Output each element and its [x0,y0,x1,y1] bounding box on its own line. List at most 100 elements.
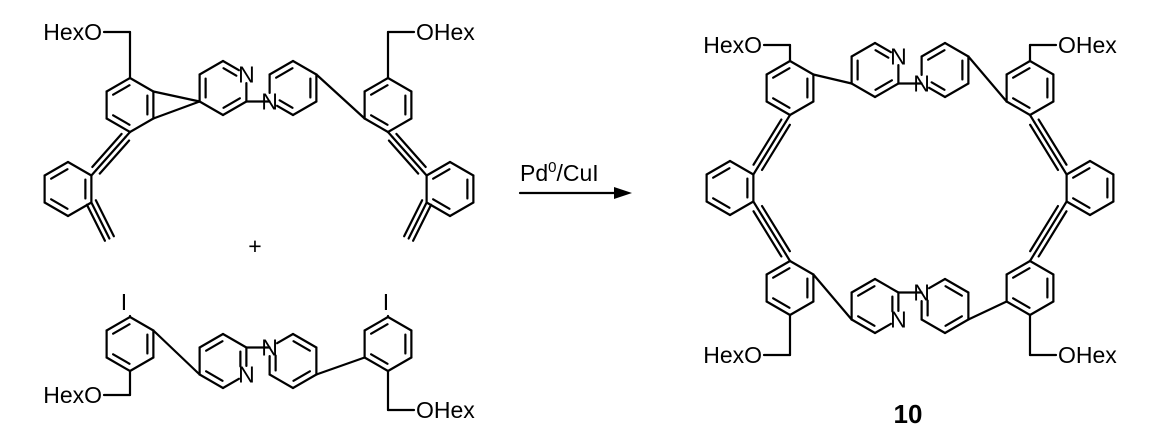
triple-bond [387,139,420,175]
triple-bond [94,136,127,172]
p-mphen-r-ring-bond [1088,159,1115,176]
hexo-label: HexO [703,342,762,368]
r2-pyr-l-ring-bond [221,377,241,390]
p-pyr-tr-ring-double-bond [930,81,946,91]
r2-pyr-r-ring-bond [275,332,295,345]
bond [1028,252,1036,263]
triple-bond [756,207,787,255]
p-aryl-tr-ring-bond [1005,59,1032,76]
triple-bond [411,203,433,242]
p-pyr-br-ring-bond [943,318,970,335]
biaryl-bond [967,55,1008,103]
triple-bond [1037,210,1068,258]
p-pyr-tr-ring-bond [920,41,947,58]
hexo-label: HexO [43,19,102,45]
p-aryl-br-ring-double-bond [1012,267,1031,279]
nitrogen-label: N [890,44,907,70]
triple-bond [403,199,424,238]
p-aryl-bl-ring-bond [765,259,792,276]
r1-eph-l-ring-double-bond [50,168,69,180]
r1-aryl-l-ring-bond [128,117,155,134]
nitrogen-label: N [238,62,255,88]
biaryl-bond [315,356,366,376]
r2-aryl-r-ring-double-bond [370,323,389,335]
p-aryl-tl-ring-bond [788,59,815,76]
p-pyr-tl-ring-double-bond [874,49,890,59]
p-pyr-br-ring-double-bond [944,285,963,297]
r1-eph-r-ring-bond [425,201,452,218]
reaction-arrow [518,187,632,199]
r1-eph-l-ring-double-bond [50,198,69,210]
r1-eph-r-ring-bond [448,201,475,218]
bond [1061,200,1068,210]
r2-aryl-r-ring-bond [363,356,390,373]
bond [386,130,394,139]
bond [1028,113,1036,124]
r2-aryl-l-ring-bond [105,356,132,373]
p-pyr-bl-ring-double-bond [857,285,876,297]
r2-pyr-r-ring-double-bond [292,370,311,382]
biaryl-bond [967,300,1008,321]
p-aryl-tr-ring-double-bond [1012,67,1031,79]
r1-aryl-l-ring-double-bond [112,84,131,96]
r1-pyr-l-ring-bond [198,59,225,76]
p-aryl-tl-ring-bond [788,100,815,117]
ohex-label: OHex [416,19,475,45]
triple-bond [391,136,424,172]
p-aryl-br-ring-double-bond [1012,297,1031,309]
r1-pyr-r-ring-bond [268,59,295,76]
p-mphen-r-ring-bond [1088,200,1115,217]
p-pyr-tr-ring-double-bond [927,49,946,61]
triple-bond [752,210,783,258]
bond [152,100,201,120]
triple-bond [1037,118,1068,166]
p-pyr-tl-ring-bond [873,41,893,54]
p-aryl-bl-ring-bond [788,300,815,317]
p-pyr-br-ring-double-bond [944,315,963,327]
p-aryl-br-ring-bond [1005,300,1032,317]
r2-pyr-l-ring-bond [198,332,225,349]
bond-network [43,30,1115,412]
p-mphen-l-ring-double-bond [712,197,731,209]
r1-pyr-r-ring-bond [275,104,295,117]
p-aryl-tl-ring-double-bond [772,67,791,79]
r1-aryl-l-ring-bond [128,76,155,93]
nitrogen-label: N [238,362,255,388]
p-pyr-tr-ring-bond [943,41,970,58]
r1-aryl-l-ring-bond [105,117,132,134]
bond [1061,166,1068,176]
r1-aryl-l-ring-bond [105,76,132,93]
nitrogen-label: N [261,89,278,115]
plus-sign: + [248,233,261,259]
r1-eph-r-ring-bond [425,160,452,177]
p-aryl-tl-ring-bond [765,59,792,76]
r1-pyr-r-ring-double-bond [278,99,294,109]
triple-bond [91,132,123,169]
biaryl-bond [812,73,853,85]
r1-pyr-r-ring-bond [291,100,318,117]
p-aryl-bl-ring-bond [765,300,792,317]
p-mphen-r-ring-double-bond [1072,167,1091,179]
p-pyr-bl-ring-bond [850,318,877,335]
p-pyr-br-ring-bond [943,277,970,294]
iodine-label: I [383,289,389,315]
bond [90,169,98,177]
r2-pyr-l-ring-double-bond [205,370,224,382]
nitrogen-label: N [913,280,930,306]
p-mphen-r-ring-bond [1065,159,1092,176]
r2-pyr-r-ring-bond [268,373,295,390]
triple-bond [85,203,107,242]
p-pyr-br-ring-bond [927,277,947,290]
p-pyr-bl-ring-bond [873,277,900,294]
triple-bond [760,204,791,253]
r1-aryl-r-ring-bond [386,117,413,134]
r2-aryl-l-ring-double-bond [112,353,131,365]
r1-aryl-r-ring-bond [363,76,390,93]
r1-aryl-r-ring-bond [386,76,413,93]
r1-eph-l-ring-bond [66,160,93,177]
triple-bond [752,118,783,166]
reaction-conditions: Pd0/CuI [520,159,599,186]
r2-pyr-r-ring-double-bond [292,340,311,352]
